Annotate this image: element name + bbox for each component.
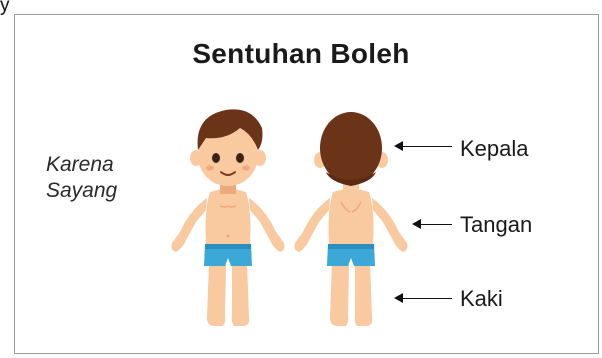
head-arrow [396, 146, 452, 147]
foot-arrow [396, 298, 452, 299]
foot-label: Kaki [460, 286, 503, 312]
boy-back-figure [295, 112, 408, 326]
hand-label: Tangan [460, 212, 532, 238]
boy-front-figure [172, 109, 285, 326]
hand-arrow [414, 224, 452, 225]
head-label: Kepala [460, 136, 529, 162]
